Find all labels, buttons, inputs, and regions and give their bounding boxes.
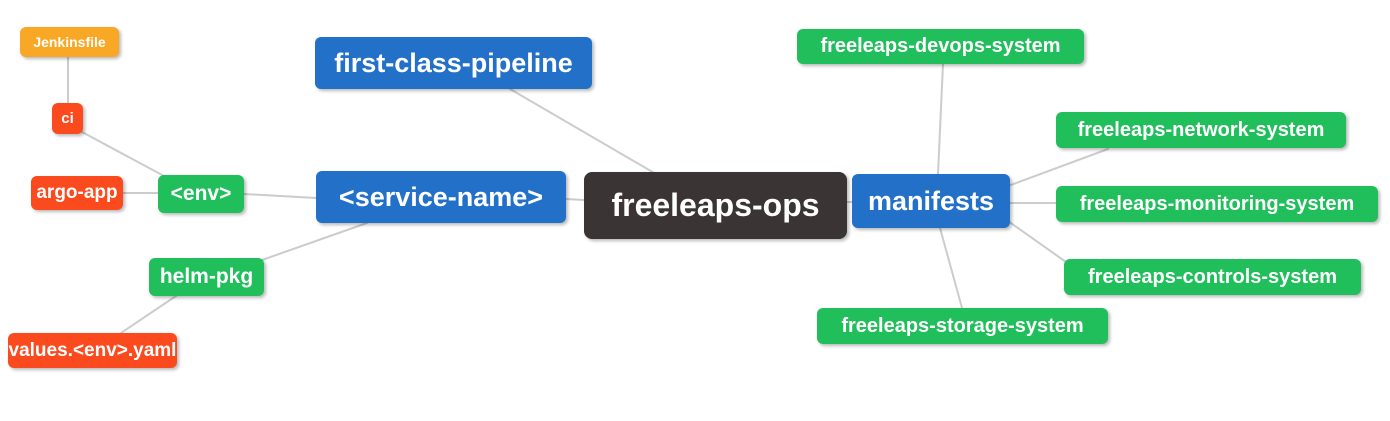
edge-env-service	[243, 193, 317, 199]
edge-manifests-devops	[937, 63, 944, 175]
edge-ci-env	[81, 131, 165, 177]
node-jenkinsfile[interactable]: Jenkinsfile	[20, 27, 119, 57]
node-ci[interactable]: ci	[52, 103, 83, 134]
node-network-system[interactable]: freeleaps-network-system	[1056, 112, 1346, 148]
edge-manifests-storage	[939, 227, 963, 309]
edge-manifests-controls	[1007, 220, 1067, 263]
node-first-class-pipeline[interactable]: first-class-pipeline	[315, 37, 592, 89]
node-devops-system[interactable]: freeleaps-devops-system	[797, 29, 1084, 64]
node-controls-system[interactable]: freeleaps-controls-system	[1064, 259, 1361, 295]
node-monitoring-system[interactable]: freeleaps-monitoring-system	[1056, 186, 1378, 222]
node-values-env-yaml[interactable]: values.<env>.yaml	[8, 333, 177, 368]
node-service-name[interactable]: <service-name>	[316, 171, 566, 223]
edge-values-helm	[120, 295, 177, 334]
node-freeleaps-ops-root[interactable]: freeleaps-ops	[584, 172, 847, 239]
node-manifests[interactable]: manifests	[852, 174, 1010, 228]
node-env[interactable]: <env>	[158, 175, 244, 213]
edge-helm-service	[261, 222, 368, 261]
node-helm-pkg[interactable]: helm-pkg	[149, 258, 264, 296]
edge-service-root	[565, 198, 585, 201]
edge-pipeline-root	[509, 88, 657, 175]
node-argo-app[interactable]: argo-app	[31, 176, 123, 210]
node-storage-system[interactable]: freeleaps-storage-system	[817, 308, 1108, 344]
edge-manifests-network	[1007, 148, 1109, 187]
